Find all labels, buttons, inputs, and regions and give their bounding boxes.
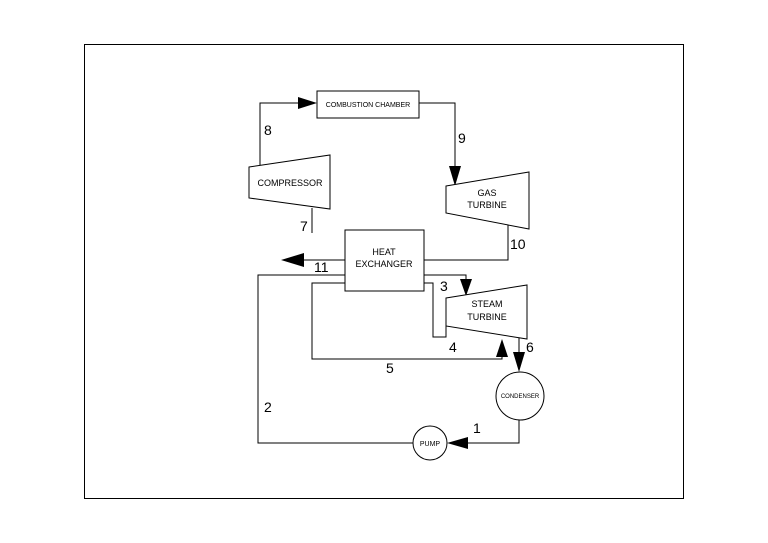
arrow-state-11 (281, 253, 304, 267)
line-state-2 (257, 274, 413, 444)
steam-turbine-label-line-2: TURBINE (467, 312, 507, 322)
combustion-chamber-box (316, 90, 420, 119)
state-label-5: 5 (386, 360, 394, 376)
heat-exchanger-label-line-1: HEAT (372, 247, 396, 257)
line-state-10 (424, 214, 509, 261)
combustion-chamber-label: COMBUSTION CHAMBER (326, 102, 410, 109)
state-label-3: 3 (440, 278, 448, 294)
state-label-4: 4 (449, 339, 457, 355)
steam-turbine-box (445, 284, 528, 340)
state-label-2: 2 (264, 399, 272, 415)
arrow-state-5 (496, 339, 508, 357)
line-state-5 (311, 282, 503, 360)
state-label-8: 8 (264, 122, 272, 138)
arrow-state-8 (298, 97, 317, 109)
heat-exchanger-box (344, 229, 425, 292)
arrow-state-1 (447, 437, 468, 449)
compressor-label: COMPRESSOR (257, 178, 323, 188)
condenser-label: CONDENSER (501, 394, 540, 400)
heat-exchanger-label-line-2: EXCHANGER (355, 259, 413, 269)
line-state-9 (419, 102, 456, 168)
state-label-6: 6 (526, 339, 534, 355)
state-label-7: 7 (300, 218, 308, 234)
compressor-box (248, 154, 331, 210)
arrow-state-9 (449, 166, 461, 186)
arrow-state-6 (513, 352, 525, 372)
state-label-1: 1 (473, 420, 481, 436)
state-label-10: 10 (510, 236, 526, 252)
pump-circle (412, 425, 448, 461)
line-state-4 (424, 282, 447, 338)
condenser-circle (495, 371, 545, 421)
gas-turbine-label-line-2: TURBINE (467, 200, 507, 210)
gas-turbine-label-line-1: GAS (477, 188, 496, 198)
line-state-8 (259, 102, 300, 165)
gas-turbine-box (445, 171, 530, 230)
line-state-1 (467, 420, 520, 444)
pump-label: PUMP (420, 441, 441, 448)
state-label-11: 11 (314, 259, 329, 275)
arrow-state-3 (460, 279, 472, 296)
steam-turbine-label-line-1: STEAM (471, 299, 502, 309)
state-label-9: 9 (458, 130, 466, 146)
